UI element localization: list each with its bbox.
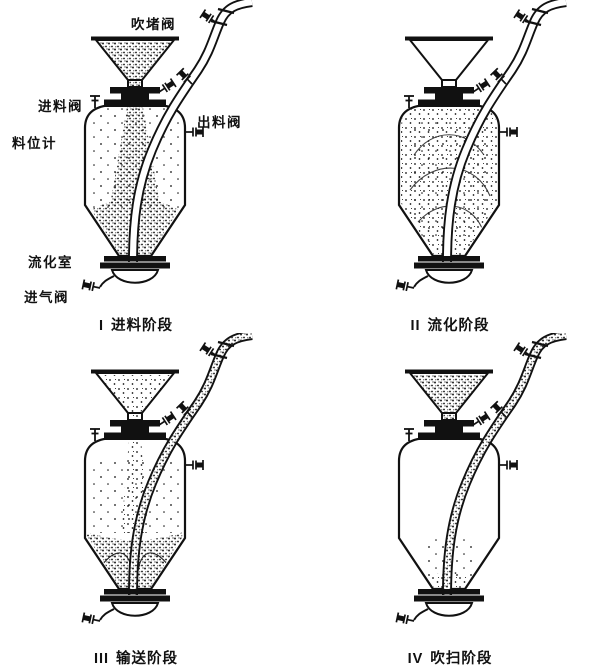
label-discharge-valve: 出料阀 [197,115,242,130]
valve-fitting-icon [199,9,218,24]
valve-fitting-icon [81,612,101,625]
stage-4-caption: IV 吹扫阶段 [314,647,586,665]
air-inlet-pipe [413,608,429,621]
valve-fitting-icon [158,78,177,93]
air-inlet-pipe [99,608,115,621]
feed-valve-stack [104,420,166,440]
valve-fitting-icon [395,612,415,625]
hopper-material [98,42,172,79]
label-air-inlet-valve: 进气阀 [24,290,69,305]
valve-fitting-icon [513,9,532,24]
valve-fitting-icon [186,127,204,137]
panel-stage-1: I 进料阶段 [0,0,300,335]
valve-fitting-icon [81,279,101,292]
air-inlet-pipe [413,275,429,288]
label-blow-plug-valve: 吹堵阀 [131,17,176,32]
panel-stage-3: III 输送阶段 [0,333,300,665]
valve-fitting-icon [490,400,507,418]
valve-fitting-icon [158,411,177,426]
stage-1-caption: I 进料阶段 [0,314,272,335]
fluidization-chamber [100,256,170,284]
feed-hopper [405,36,493,88]
stage-4-numeral: IV [407,651,424,665]
stage-3-numeral: III [93,651,110,665]
valve-fitting-icon [500,127,518,137]
fluidization-chamber [414,589,484,617]
fluidization-chamber [414,256,484,284]
level-gauge-fitting [404,428,414,441]
panel-stage-4: IV 吹扫阶段 [314,333,614,665]
level-gauge-fitting [90,95,100,108]
feed-valve-stack [104,87,166,107]
label-level-gauge: 料位计 [12,136,57,151]
stage-2-caption: II 流化阶段 [314,314,586,335]
panel-stage-2: II 流化阶段 [314,0,614,335]
valve-fitting-icon [176,400,193,418]
fluidization-chamber [100,589,170,617]
feed-valve-stack [418,87,480,107]
stage-4-label: 吹扫阶段 [430,651,493,665]
valve-fitting-icon [395,279,415,292]
valve-fitting-icon [513,342,532,357]
feed-valve-stack [418,420,480,440]
valve-fitting-icon [186,460,204,470]
valve-fitting-icon [490,67,507,85]
level-gauge-fitting [404,95,414,108]
stage-4-vessel-drawing [395,333,567,625]
stage-3-caption: III 输送阶段 [0,647,272,665]
stage-1-label: 进料阶段 [111,318,174,334]
label-fluidization-chamber: 流化室 [28,255,73,270]
valve-fitting-icon [472,78,491,93]
stage-3-vessel-drawing [81,333,253,625]
valve-fitting-icon [500,460,518,470]
stage-2-label: 流化阶段 [427,318,490,334]
air-inlet-pipe [99,275,115,288]
stage-1-vessel-drawing [81,0,253,292]
label-feed-valve: 进料阀 [38,99,83,114]
hopper-material [98,375,172,412]
valve-fitting-icon [472,411,491,426]
stage-3-label: 输送阶段 [116,651,179,665]
level-gauge-fitting [90,428,100,441]
valve-fitting-icon [176,67,193,85]
stage-2-numeral: II [410,318,421,334]
stage-2-vessel-drawing [395,0,567,292]
hopper-material [412,375,486,412]
stage-1-numeral: I [98,318,105,334]
valve-fitting-icon [199,342,218,357]
